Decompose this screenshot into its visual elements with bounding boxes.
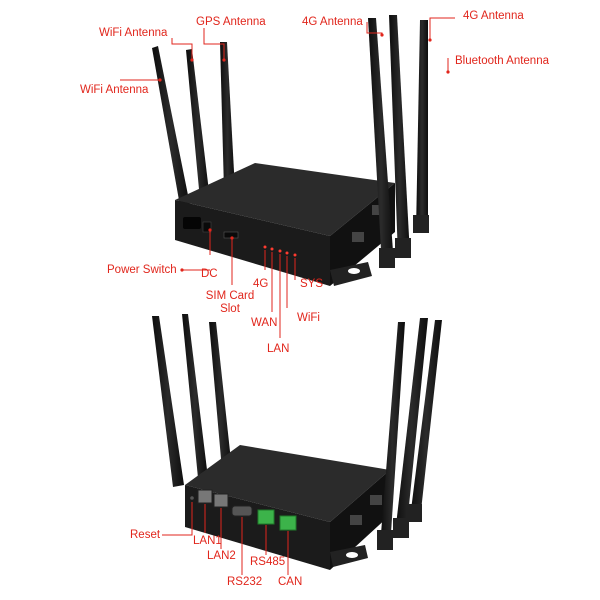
lan1-port [197, 489, 213, 504]
label-sim-line-1: SIM Card [205, 290, 255, 302]
label-led-4g: 4G [253, 278, 269, 290]
router-front-view [152, 15, 429, 286]
label-lte-antenna-2: 4G Antenna [463, 10, 524, 22]
dc-jack [183, 217, 201, 229]
antenna-connector [350, 515, 362, 525]
label-lan1: LAN1 [193, 535, 222, 547]
label-led-wan: WAN [251, 317, 278, 329]
rear-antenna-4 [377, 322, 405, 550]
label-sim-card-slot: SIM Card Slot [206, 290, 255, 316]
label-reset: Reset [130, 529, 161, 541]
label-wifi-antenna-1: WiFi Antenna [99, 27, 168, 39]
label-led-lan: LAN [267, 343, 290, 355]
rear-antenna-6 [406, 320, 442, 522]
wifi-antenna-left [152, 46, 190, 206]
antenna-connector [370, 495, 382, 505]
led-4g [263, 245, 267, 249]
led-sys [293, 253, 297, 257]
bluetooth-antenna [413, 20, 429, 233]
label-can: CAN [278, 576, 303, 588]
rs232-port [231, 505, 253, 517]
router-rear-view [152, 314, 442, 570]
top-callout-dots [158, 33, 450, 272]
mount-hole [346, 552, 358, 558]
router-mount-bracket [330, 262, 372, 286]
mount-hole [348, 268, 360, 274]
router-rear-top-panel [185, 445, 390, 522]
label-dc: DC [201, 268, 218, 280]
rs485-terminal [257, 509, 275, 525]
rear-antenna-2 [182, 314, 208, 478]
label-rs232: RS232 [227, 576, 263, 588]
lan2-port [213, 493, 229, 508]
led-wifi [285, 251, 289, 255]
lte-antenna-2 [389, 15, 411, 258]
label-bluetooth-antenna: Bluetooth Antenna [455, 55, 549, 67]
label-lte-antenna-1: 4G Antenna [302, 16, 363, 28]
router-top-panel [175, 163, 395, 236]
label-rs485: RS485 [250, 556, 286, 568]
antenna-connector [352, 232, 364, 242]
top-callouts [120, 17, 455, 338]
rear-antenna-3 [209, 322, 232, 470]
antenna-connector [372, 205, 384, 215]
lte-antenna-1 [368, 18, 395, 268]
router-front-panel [175, 200, 330, 286]
label-gps-antenna: GPS Antenna [196, 16, 266, 28]
led-lan [278, 249, 282, 253]
label-wifi-antenna-2: WiFi Antenna [80, 84, 149, 96]
rear-antenna-5 [393, 318, 428, 538]
power-switch [202, 221, 212, 233]
reset-button [190, 496, 194, 500]
label-lan2: LAN2 [207, 550, 236, 562]
label-power-switch: Power Switch [107, 264, 177, 276]
label-sim-line-2: Slot [220, 303, 240, 315]
gps-antenna [220, 42, 235, 190]
can-terminal [279, 515, 297, 531]
bottom-callouts [162, 502, 289, 575]
label-led-wifi: WiFi [297, 312, 320, 324]
wifi-antenna-middle [186, 49, 210, 200]
label-led-sys: SYS [300, 278, 324, 290]
led-wan [270, 247, 274, 251]
rear-antenna-1 [152, 316, 184, 487]
